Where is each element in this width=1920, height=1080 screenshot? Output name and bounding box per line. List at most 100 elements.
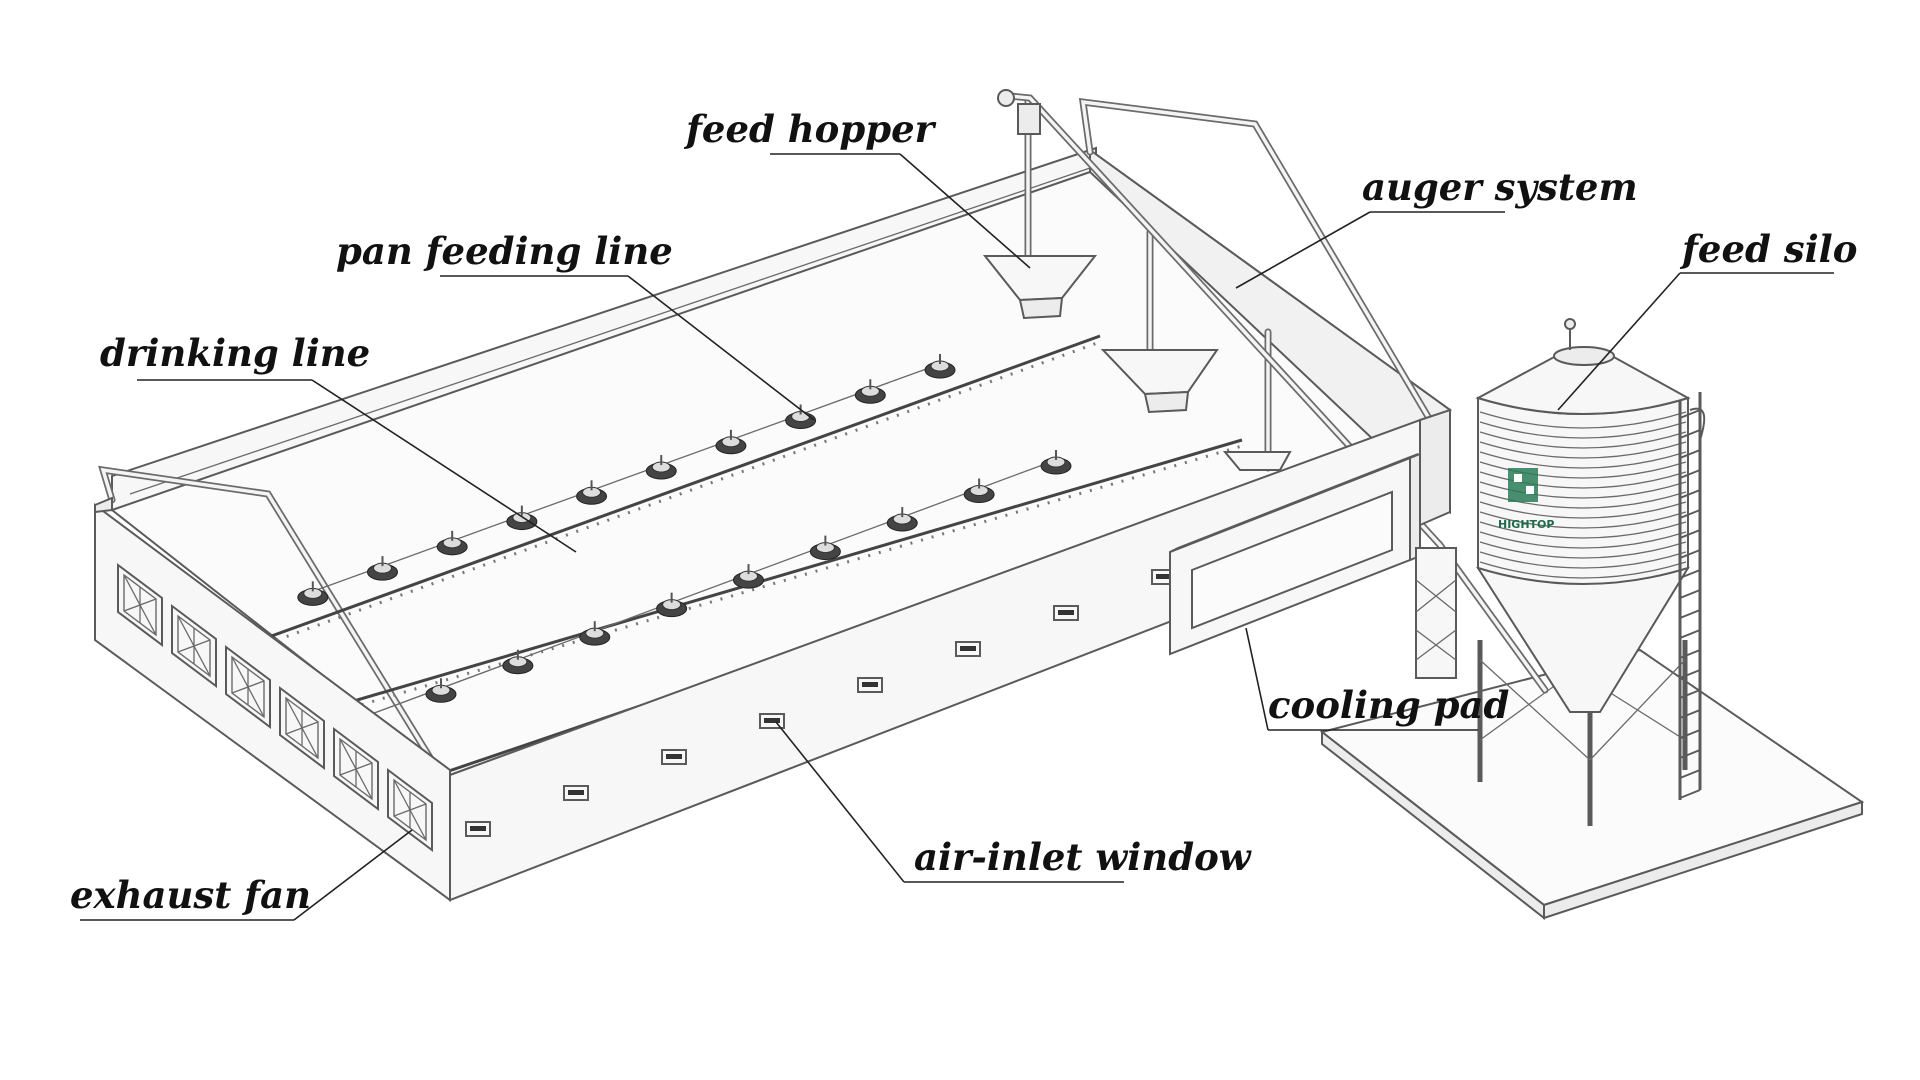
silo-ring <box>1479 501 1687 519</box>
feeder-pan <box>579 621 611 646</box>
label-air-inlet-window: air-inlet window <box>775 721 1252 883</box>
silo-ring <box>1479 521 1687 539</box>
hightop-logo: HIGHTOP <box>1498 468 1554 531</box>
ladder-rung <box>1679 489 1701 499</box>
feeder-pan <box>506 505 538 531</box>
ladder-rung <box>1679 749 1701 759</box>
ladder-rung <box>1679 409 1701 419</box>
label-text-feed-silo: feed silo <box>1679 227 1857 271</box>
label-text-auger-system: auger system <box>1362 165 1638 209</box>
silo-ring <box>1479 421 1687 439</box>
silo-ring <box>1479 551 1687 569</box>
right-truss <box>1078 97 1434 424</box>
label-exhaust-fan: exhaust fan <box>70 829 413 921</box>
silo-ring <box>1479 541 1687 559</box>
drinking-line-nipples <box>329 444 1243 716</box>
silo-ring <box>1479 441 1687 459</box>
feeder-pan <box>1040 450 1072 475</box>
feeder-pan <box>886 507 918 532</box>
left-truss <box>98 465 449 786</box>
silo-ring <box>1479 531 1687 549</box>
air-inlet-window-icon <box>759 713 785 729</box>
ladder-rung <box>1679 789 1701 799</box>
exhaust-fan-icon <box>387 768 433 852</box>
cooling-pad <box>1169 452 1421 656</box>
silo-ring <box>1479 481 1687 499</box>
ladder-rung <box>1679 469 1701 479</box>
silo-brand-text: HIGHTOP <box>1498 518 1554 531</box>
ladder-rung <box>1679 429 1701 439</box>
label-feed-silo: feed silo <box>1557 227 1857 411</box>
ladder-rung <box>1679 729 1701 739</box>
feeder-pan <box>715 429 747 455</box>
air-inlet-window-icon <box>563 785 589 801</box>
ladder-rung <box>1679 769 1701 779</box>
silo-ring <box>1479 451 1687 469</box>
air-inlet-window-icon <box>955 641 981 657</box>
silo-ring <box>1479 411 1687 429</box>
label-text-drinking-line: drinking line <box>100 331 370 375</box>
feeder-pan <box>502 649 534 675</box>
ladder-rung <box>1679 569 1701 579</box>
exhaust-fan-icon <box>279 686 325 770</box>
silo-ring <box>1479 471 1687 489</box>
silo-ring <box>1479 461 1687 479</box>
silo-ring <box>1479 511 1687 529</box>
exhaust-fan-icon <box>117 563 163 647</box>
ladder-rung <box>1679 609 1701 619</box>
exhaust-fan-icon <box>171 604 217 688</box>
exhaust-fan-icon <box>333 727 379 811</box>
ladder-rung <box>1679 709 1701 719</box>
label-drinking-line: drinking line <box>100 331 577 553</box>
feeder-pan <box>809 535 841 561</box>
feeder-pan <box>366 556 398 581</box>
label-cooling-pad: cooling pad <box>1245 627 1509 731</box>
fan-end-wall <box>94 496 451 902</box>
label-text-cooling-pad: cooling pad <box>1268 683 1509 727</box>
feeder-pan <box>924 354 956 379</box>
feeder-pan <box>297 581 329 606</box>
feeder-pan <box>963 478 995 504</box>
auger-pipe <box>997 89 1549 694</box>
feeder-pan <box>576 480 608 505</box>
feeder-pan <box>425 678 457 703</box>
air-inlet-window-icon <box>465 821 491 837</box>
feeder-pan <box>854 379 886 404</box>
silo-ring <box>1479 491 1687 509</box>
ladder-rung <box>1679 549 1701 559</box>
ladder-rung <box>1679 529 1701 539</box>
feeder-pan <box>436 530 468 556</box>
ladder-rung <box>1679 669 1701 679</box>
label-pan-feeding-line: pan feeding line <box>336 229 815 421</box>
exhaust-fans <box>117 563 433 852</box>
ladder-rung <box>1679 689 1701 699</box>
exhaust-fan-icon <box>225 645 271 729</box>
silo-ring <box>1479 431 1687 449</box>
ladder-rung <box>1679 449 1701 459</box>
label-text-pan-feeding-line: pan feeding line <box>336 229 673 273</box>
label-feed-hopper: feed hopper <box>683 107 1031 269</box>
label-text-feed-hopper: feed hopper <box>683 107 937 151</box>
ladder-rung <box>1679 629 1701 639</box>
pan-feeding-lines <box>297 354 1072 732</box>
ladder-rung <box>1679 509 1701 519</box>
drinking-line-pipe <box>265 334 1101 640</box>
feeding-line-pipe <box>299 363 941 597</box>
silo-ring <box>1479 561 1687 579</box>
label-text-exhaust-fan: exhaust fan <box>70 873 311 917</box>
feeding-line-pipe <box>349 459 1057 723</box>
feeder-pan <box>645 455 677 480</box>
ladder-rung <box>1679 589 1701 599</box>
feeder-pan <box>732 564 764 589</box>
air-inlet-window-icon <box>661 749 687 765</box>
label-auger-system: auger system <box>1235 165 1638 289</box>
hoppers <box>982 94 1292 472</box>
drinking-line-pipe <box>329 438 1243 710</box>
air-inlet-windows <box>465 569 1177 837</box>
feed-silo-drawing: HIGHTOP <box>1415 318 1706 826</box>
label-text-air-inlet-window: air-inlet window <box>914 835 1252 879</box>
air-inlet-window-icon <box>1053 605 1079 621</box>
air-inlet-window-icon <box>857 677 883 693</box>
